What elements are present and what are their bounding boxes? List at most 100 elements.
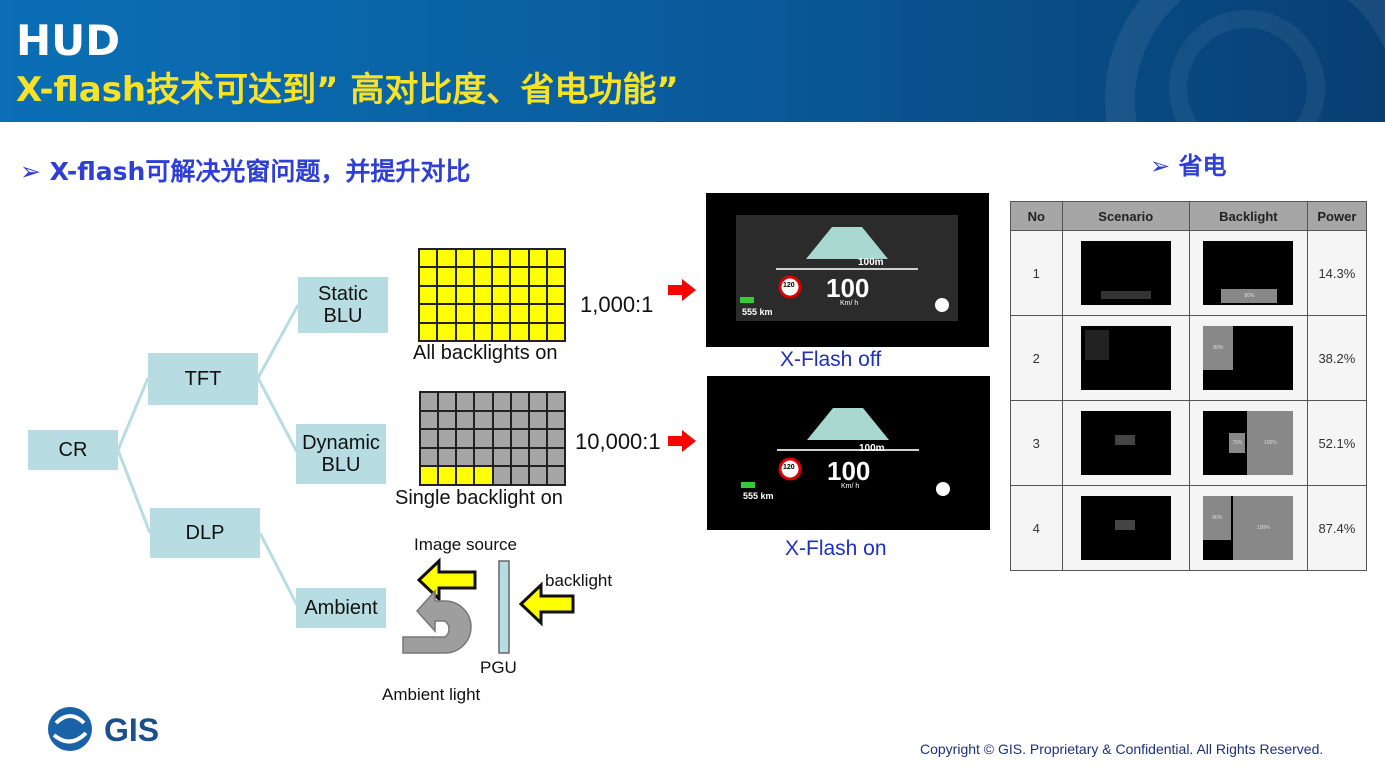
- red-arrow-icon: [668, 279, 696, 301]
- backlight-zone: [510, 285, 529, 305]
- backlight-zone: [437, 304, 456, 323]
- backlight-zone: [420, 466, 439, 485]
- backlight-zone: [456, 466, 475, 485]
- pgu-label: PGU: [480, 658, 517, 677]
- backlight-map: 75%100%: [1203, 411, 1294, 475]
- hud-speed-limit: 120: [783, 464, 795, 471]
- hud-range: 555 km: [743, 491, 774, 501]
- backlight-thumb: 80%: [1188, 315, 1308, 401]
- backlight-zone: [474, 410, 493, 430]
- backlight-zone: [455, 304, 474, 323]
- backlight-zone: [474, 447, 493, 467]
- col-power: Power: [1306, 201, 1368, 231]
- backlight-zone: [473, 304, 492, 323]
- contrast-bullet: ➢ X-flash可解决光窗问题，并提升对比: [20, 157, 471, 186]
- backlight-zone: [492, 322, 511, 341]
- all-backlights-label: All backlights on: [413, 342, 558, 364]
- backlight-zone: [492, 410, 511, 430]
- backlight-zone: [546, 285, 565, 305]
- row-power: 87.4%: [1306, 485, 1368, 571]
- gis-logo-text: GIS: [104, 712, 160, 748]
- hud-speed-limit: 120: [783, 282, 795, 289]
- table-row: 4 80%100% 87.4%: [1010, 485, 1368, 571]
- all-backlights-grid: [418, 248, 566, 342]
- scenario-screen: [1080, 411, 1171, 475]
- backlight-zone: [510, 466, 529, 485]
- backlight-zone: [437, 267, 456, 286]
- ratio-1000: 1,000:1: [580, 292, 654, 317]
- backlight-zone: [437, 322, 456, 341]
- hud-xflash-on: 100m 100 Km/ h 120 555 km: [707, 376, 990, 530]
- scenario-thumb: [1061, 485, 1190, 571]
- backlight-zone: [456, 429, 475, 448]
- gis-logo: [46, 705, 186, 761]
- scenario-screen: [1080, 496, 1171, 560]
- hud-distance: 100m: [859, 443, 885, 454]
- backlight-thumb: 75%100%: [1188, 400, 1308, 486]
- backlight-zone: [420, 410, 439, 430]
- copyright-footer: Copyright © GIS. Proprietary & Confident…: [920, 741, 1324, 757]
- hud-on-caption: X-Flash on: [785, 537, 887, 560]
- backlight-zone: [438, 466, 457, 485]
- row-power: 14.3%: [1306, 230, 1368, 316]
- backlight-zone: [438, 392, 457, 411]
- row-power: 52.1%: [1306, 400, 1368, 486]
- backlight-zone: [546, 322, 565, 341]
- ambient-light-diagram: [402, 557, 575, 654]
- backlight-zone: [528, 322, 547, 341]
- backlight-zone: [420, 429, 439, 448]
- hud-off-caption: X-Flash off: [780, 348, 882, 371]
- single-backlight-label: Single backlight on: [395, 487, 563, 509]
- backlight-zone: [492, 392, 511, 411]
- backlight-map: 80%: [1203, 241, 1294, 305]
- backlight-zone: [455, 267, 474, 286]
- table-row: 3 75%100% 52.1%: [1010, 400, 1368, 486]
- backlight-zone: [420, 447, 439, 467]
- hud-range: 555 km: [742, 307, 773, 317]
- backlight-zone: [474, 429, 493, 448]
- backlight-zone: [492, 447, 511, 467]
- slide-title: HUD: [16, 16, 121, 65]
- backlight-zone: [510, 304, 529, 323]
- single-backlight-grid: [419, 391, 566, 486]
- backlight-zone: [510, 447, 529, 467]
- backlight-zone: [546, 249, 565, 268]
- backlight-zone: [546, 447, 565, 467]
- backlight-zone: [492, 304, 511, 323]
- backlight-zone: [419, 322, 438, 341]
- backlight-zone: [528, 429, 547, 448]
- ratio-10000: 10,000:1: [575, 429, 661, 454]
- power-saving-bullet: ➢ 省电: [1150, 152, 1227, 180]
- table-row: 2 80% 38.2%: [1010, 315, 1368, 401]
- backlight-zone: [455, 249, 474, 268]
- backlight-zone: [419, 304, 438, 323]
- row-no: 2: [1010, 315, 1063, 401]
- hud-speed: 100: [826, 273, 870, 303]
- backlight-zone: [546, 304, 565, 323]
- hud-distance: 100m: [858, 257, 884, 268]
- backlight-zone: [456, 447, 475, 467]
- power-table: No Scenario Backlight Power 1 80% 14.3% …: [1010, 201, 1368, 571]
- hud-road-graphic: [740, 227, 949, 312]
- col-no: No: [1010, 201, 1063, 231]
- node-ambient: Ambient: [296, 588, 386, 628]
- backlight-zone: [473, 285, 492, 305]
- hud-speed-unit: Km/ h: [841, 483, 860, 490]
- backlight-zone: [438, 429, 457, 448]
- scenario-thumb: [1061, 400, 1190, 486]
- table-row: 1 80% 14.3%: [1010, 230, 1368, 316]
- backlight-zone: [492, 285, 511, 305]
- title-banner: HUD X-flash技术可达到” 高对比度、省电功能”: [0, 0, 1385, 122]
- backlight-zone: [528, 392, 547, 411]
- hud-speed-unit: Km/ h: [840, 300, 859, 307]
- backlight-thumb: 80%: [1188, 230, 1308, 316]
- backlight-zone: [473, 249, 492, 268]
- backlight-thumb: 80%100%: [1188, 485, 1308, 571]
- backlight-zone: [473, 322, 492, 341]
- backlight-zone: [492, 249, 511, 268]
- scenario-screen: [1080, 241, 1171, 305]
- node-cr: CR: [28, 430, 118, 470]
- backlight-zone: [528, 466, 547, 485]
- backlight-zone: [437, 285, 456, 305]
- col-scenario: Scenario: [1061, 201, 1190, 231]
